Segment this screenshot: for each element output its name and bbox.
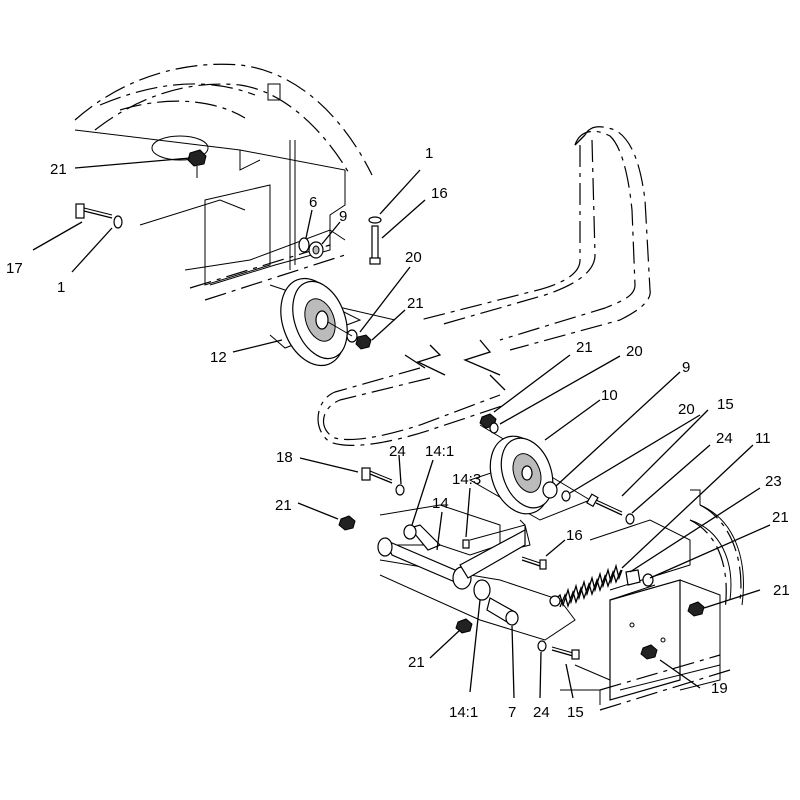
- callout-labels: 21 1 16 17 1 6 9 20 21 12 21 20 9 10 20 …: [6, 145, 790, 721]
- callout-label: 1: [425, 145, 433, 162]
- callout-label: 19: [711, 680, 728, 697]
- callout-label: 14:1: [425, 443, 454, 460]
- bolt-16-upper: [368, 216, 382, 265]
- callout-label: 14:1: [449, 704, 478, 721]
- callout-label: 14: [432, 495, 449, 512]
- bolt-17: [75, 203, 123, 229]
- washer-24-upper: [625, 513, 635, 525]
- callout-label: 10: [601, 387, 618, 404]
- washer-20-lower: [561, 490, 571, 502]
- nut-21-right: [687, 601, 705, 617]
- spacer-9-lower: [542, 481, 558, 499]
- callout-label: 14:3: [452, 471, 481, 488]
- callout-label: 15: [717, 396, 734, 413]
- nut-21-upper: [187, 149, 207, 167]
- callout-label: 21: [50, 161, 67, 178]
- callout-label: 23: [765, 473, 782, 490]
- callout-label: 24: [716, 430, 733, 447]
- callout-label: 1: [57, 279, 65, 296]
- belt: [317, 126, 651, 446]
- callout-label: 9: [682, 359, 690, 376]
- callout-label: 21: [407, 295, 424, 312]
- callout-label: 20: [626, 343, 643, 360]
- callout-label: 9: [339, 208, 347, 225]
- callout-label: 7: [508, 704, 516, 721]
- callout-label: 21: [773, 582, 790, 599]
- nut-21-bottom: [455, 618, 473, 634]
- callout-label: 17: [6, 260, 23, 277]
- washer-24-left: [395, 484, 405, 496]
- nut-21-pulley: [355, 334, 372, 350]
- bolt-15-lower: [537, 640, 580, 660]
- bolt-18: [361, 467, 393, 484]
- washer-20-top: [489, 422, 499, 434]
- callout-label: 21: [576, 339, 593, 356]
- callout-label: 21: [772, 509, 789, 526]
- callout-label: 24: [533, 704, 550, 721]
- bushing-14-1: [473, 579, 491, 601]
- spring-11: [549, 563, 623, 609]
- nut-19-bracket: [640, 644, 658, 660]
- callout-label: 20: [678, 401, 695, 418]
- washer-6: [298, 237, 310, 253]
- callout-label: 15: [567, 704, 584, 721]
- callout-label: 21: [408, 654, 425, 671]
- callout-label: 18: [276, 449, 293, 466]
- callout-label: 6: [309, 194, 317, 211]
- callout-label: 12: [210, 349, 227, 366]
- pulley-12: [280, 277, 348, 367]
- callout-label: 24: [389, 443, 406, 460]
- callout-label: 16: [431, 185, 448, 202]
- bolt-15-upper: [586, 493, 623, 516]
- bolt-16-lower: [521, 556, 547, 570]
- lower-hardware: [338, 413, 705, 660]
- callout-label: 20: [405, 249, 422, 266]
- pulley-10: [489, 435, 554, 515]
- pivot-arm-14: [377, 524, 526, 590]
- callout-label: 11: [755, 430, 771, 447]
- callout-label: 21: [275, 497, 292, 514]
- leader-lines: [32, 157, 771, 699]
- callout-label: 16: [566, 527, 583, 544]
- spacer-23: [625, 569, 641, 586]
- upper-hardware: [75, 149, 382, 367]
- nut-21-left: [338, 515, 356, 531]
- upper-frame: [74, 63, 396, 349]
